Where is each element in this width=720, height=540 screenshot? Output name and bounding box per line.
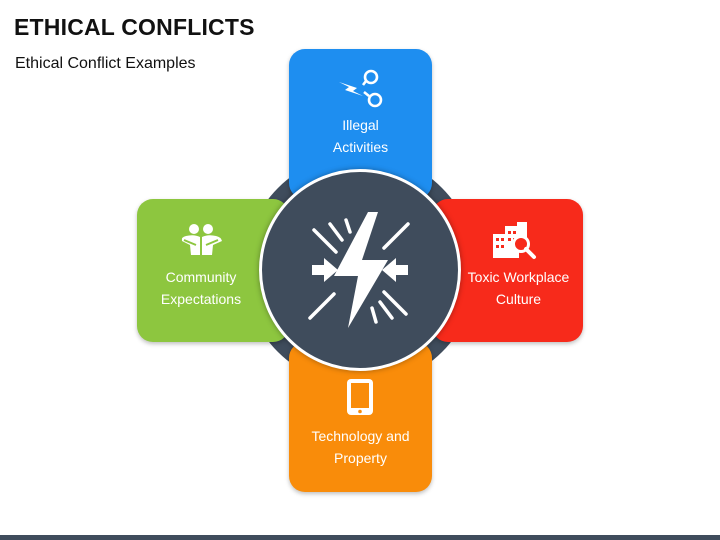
label-toxic-workplace-culture: Toxic Workplace Culture: [467, 269, 570, 307]
handcuffs-icon: [339, 69, 383, 108]
label-illegal-activities: Illegal Activities: [332, 117, 389, 155]
page-subtitle: Ethical Conflict Examples: [15, 55, 196, 72]
lightning-conflict-icon: [308, 212, 410, 328]
building-search-icon: [493, 222, 536, 259]
central-hub: [259, 169, 461, 371]
footer-bar: [0, 535, 720, 540]
label-technology-and-property: Technology and Property: [311, 428, 410, 466]
label-community-expectations: Community Expectations: [160, 269, 242, 307]
tablet-icon: [347, 379, 373, 415]
people-hugging-icon: [181, 224, 222, 255]
page-title: ETHICAL CONFLICTS: [14, 14, 255, 40]
card-technology-and-property: Technology and Property: [289, 342, 432, 492]
